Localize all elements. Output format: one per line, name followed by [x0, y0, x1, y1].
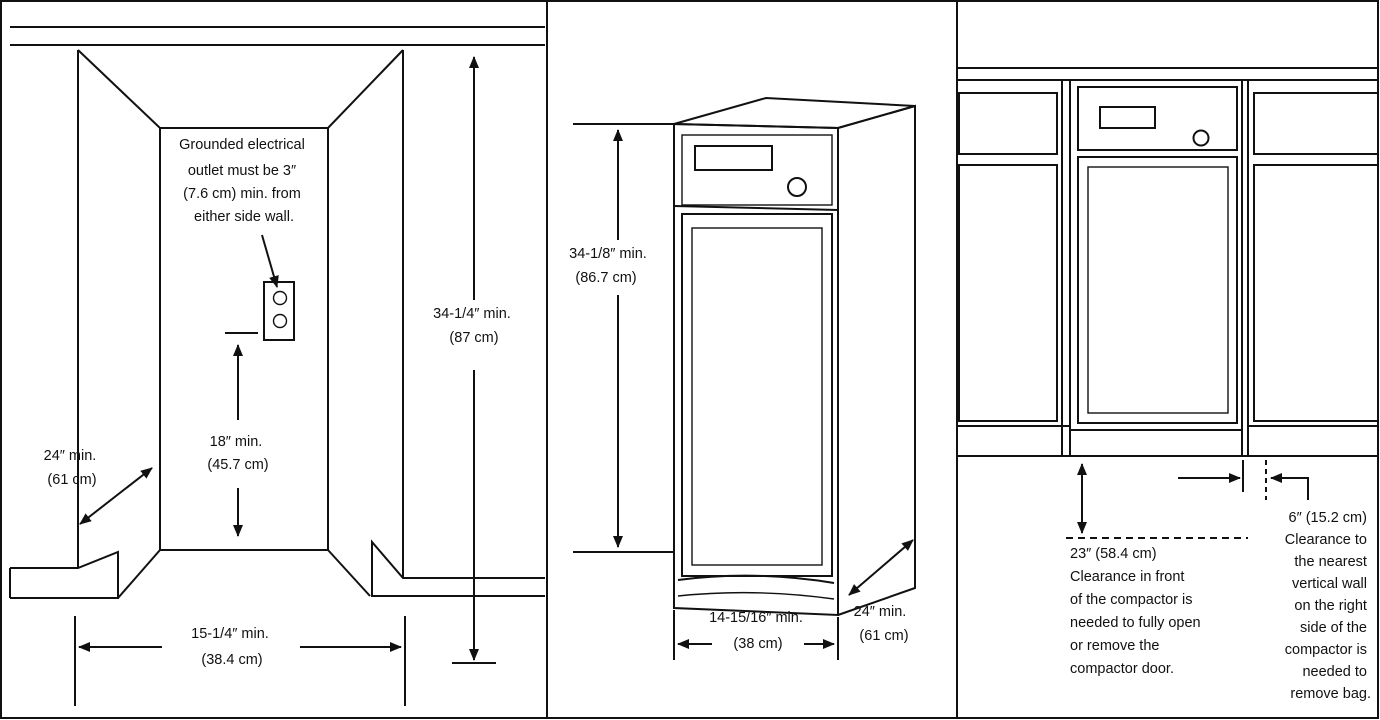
left-panel-labels: Grounded electrical outlet must be 3″ (7…	[44, 137, 515, 668]
outlet-note-line: outlet must be 3″	[188, 163, 296, 179]
front-clearance-line: of the compactor is	[1070, 592, 1193, 608]
front-clearance-line: needed to fully open	[1070, 615, 1201, 631]
front-clearance-line: 23″ (58.4 cm)	[1070, 546, 1157, 562]
outlet-note-line: Grounded electrical	[179, 137, 305, 153]
opening-height-label: 34-1/4″ min. (87 cm)	[433, 306, 515, 346]
outlet-pointer-arrow	[261, 234, 279, 288]
opening-width-line: 15-1/4″ min.	[191, 626, 269, 642]
compactor-width-label: 14-15/16″ min. (38 cm)	[709, 610, 807, 652]
compactor-door	[1087, 166, 1229, 414]
side-clearance-line: remove bag.	[1290, 686, 1371, 702]
side-clearance-line: 6″ (15.2 cm)	[1289, 510, 1367, 526]
side-clearance-line: Clearance to	[1285, 532, 1367, 548]
left-panel-opening	[9, 26, 545, 706]
compactor-width-line: (38 cm)	[733, 636, 782, 652]
outlet-receptacle-icon	[272, 313, 288, 329]
side-clearance-line: side of the	[1300, 620, 1367, 636]
side-clearance-line: compactor is	[1285, 642, 1367, 658]
opening-depth-line: 24″ min.	[44, 448, 97, 464]
outlet-height-line: 18″ min.	[210, 434, 263, 450]
side-clearance-line: vertical wall	[1292, 576, 1367, 592]
front-clearance-note: 23″ (58.4 cm) Clearance in front of the …	[1070, 546, 1205, 677]
control-knob-icon	[787, 177, 807, 197]
outlet-height-line: (45.7 cm)	[207, 457, 268, 473]
control-display	[694, 145, 773, 171]
compactor-height-label: 34-1/8″ min. (86.7 cm)	[569, 246, 651, 286]
compactor-width-line: 14-15/16″ min.	[709, 610, 803, 626]
right-panel-labels: 23″ (58.4 cm) Clearance in front of the …	[1070, 510, 1371, 702]
front-clearance-line: compactor door.	[1070, 661, 1174, 677]
front-clearance-line: or remove the	[1070, 638, 1159, 654]
middle-panel-compactor	[573, 96, 916, 660]
control-display	[1099, 106, 1156, 129]
outlet-note-line: (7.6 cm) min. from	[183, 186, 301, 202]
compactor-depth-line: (61 cm)	[859, 628, 908, 644]
side-clearance-line: on the right	[1294, 598, 1367, 614]
compactor-depth-label: 24″ min. (61 cm)	[854, 604, 911, 644]
outlet-receptacle-icon	[272, 290, 288, 306]
compactor-door	[681, 213, 833, 577]
control-knob-icon	[1192, 129, 1210, 147]
side-clearance-line: the nearest	[1294, 554, 1367, 570]
middle-panel-labels: 34-1/8″ min. (86.7 cm) 14-15/16″ min. (3…	[569, 246, 911, 652]
side-clearance-note: 6″ (15.2 cm) Clearance to the nearest ve…	[1285, 510, 1371, 702]
opening-depth-line: (61 cm)	[47, 472, 96, 488]
opening-height-line: 34-1/4″ min.	[433, 306, 511, 322]
compactor-height-line: (86.7 cm)	[575, 270, 636, 286]
opening-depth-label: 24″ min. (61 cm)	[44, 448, 101, 488]
right-panel-installed-view	[957, 67, 1379, 539]
compactor-depth-line: 24″ min.	[854, 604, 907, 620]
opening-width-line: (38.4 cm)	[201, 652, 262, 668]
front-clearance-line: Clearance in front	[1070, 569, 1184, 585]
outlet-height-label: 18″ min. (45.7 cm)	[207, 434, 268, 473]
opening-width-label: 15-1/4″ min. (38.4 cm)	[191, 626, 273, 668]
opening-height-line: (87 cm)	[449, 330, 498, 346]
side-clearance-line: needed to	[1302, 664, 1367, 680]
compactor-height-line: 34-1/8″ min.	[569, 246, 647, 262]
outlet-plate	[263, 281, 295, 341]
outlet-note-line: either side wall.	[194, 209, 294, 225]
outlet-note: Grounded electrical outlet must be 3″ (7…	[179, 137, 309, 225]
